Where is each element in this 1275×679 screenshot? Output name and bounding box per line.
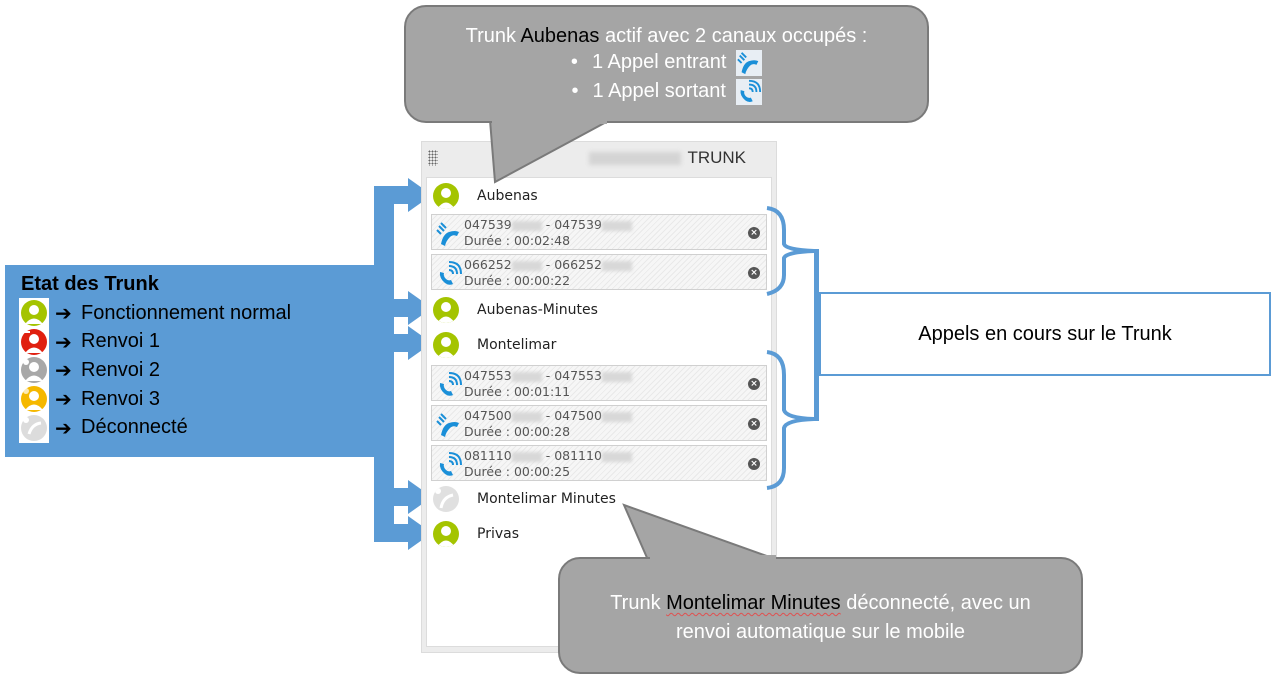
arrow-icon: ➔	[55, 358, 72, 383]
hangup-close-icon[interactable]: ×	[748, 378, 760, 390]
legend-label: Renvoi 1	[81, 330, 160, 353]
call-row[interactable]: 047553 - 047553 Durée : 00:01:11 ×	[431, 365, 767, 401]
trunk-status-legend: Etat des Trunk ➔ Fonctionnement normal ➔…	[5, 265, 394, 457]
call-duration: Durée : 00:01:11	[464, 384, 571, 399]
legend-title: Etat des Trunk	[21, 273, 159, 295]
call-row[interactable]: 047500 - 047500 Durée : 00:00:28 ×	[431, 405, 767, 441]
call-numbers: 047553 - 047553	[464, 368, 632, 383]
callout-bottom-line1: Trunk Montelimar Minutes déconnecté, ave…	[610, 592, 1031, 614]
calls-label-text: Appels en cours sur le Trunk	[918, 322, 1172, 345]
hangup-close-icon[interactable]: ×	[748, 267, 760, 279]
callout-montelimar-minutes: Trunk Montelimar Minutes déconnecté, ave…	[558, 557, 1083, 674]
avatar-renvoi3-icon	[19, 384, 49, 415]
trunk-item-aubenas-minutes[interactable]: Aubenas-Minutes	[433, 295, 598, 325]
avatar-normal-icon	[433, 521, 459, 547]
avatar-renvoi2-icon	[19, 355, 49, 386]
hangup-close-icon[interactable]: ×	[748, 227, 760, 239]
call-duration: Durée : 00:00:28	[464, 424, 571, 439]
legend-label: Renvoi 2	[81, 358, 160, 381]
legend-item-disconnected: ➔ Déconnecté	[19, 412, 394, 443]
call-numbers: 066252 - 066252	[464, 257, 632, 272]
redacted-text	[589, 152, 682, 166]
arrow-to-privas	[374, 516, 432, 550]
arrow-to-aubenas	[374, 178, 432, 212]
legend-item-renvoi-2: ➔ Renvoi 2	[19, 355, 394, 386]
avatar-normal-icon	[433, 183, 459, 209]
incoming-call-icon	[436, 222, 459, 246]
callout-top-headline: Trunk Aubenas actif avec 2 canaux occupé…	[465, 25, 868, 47]
trunk-name: Montelimar Minutes	[477, 491, 616, 507]
disconnected-phone-icon	[433, 486, 459, 512]
panel-title: TRUNK	[589, 148, 746, 168]
disconnected-phone-icon	[19, 412, 49, 443]
calls-in-progress-label: Appels en cours sur le Trunk	[819, 292, 1271, 376]
callout-top-bullets: •1 Appel entrant •1 Appel sortant	[406, 48, 927, 106]
avatar-normal-icon	[433, 332, 459, 358]
call-duration: Durée : 00:02:48	[464, 233, 571, 248]
outgoing-call-icon	[439, 452, 462, 476]
arrow-icon: ➔	[55, 415, 72, 440]
call-duration: Durée : 00:00:25	[464, 464, 571, 479]
outgoing-call-icon	[439, 372, 462, 396]
call-numbers: 047539 - 047539	[464, 217, 632, 232]
incoming-call-icon	[736, 49, 763, 76]
trunk-item-privas[interactable]: Privas	[433, 519, 519, 549]
legend-item-normal: ➔ Fonctionnement normal	[19, 298, 394, 329]
callout-bottom-tail-join	[650, 555, 776, 561]
trunk-name: Privas	[477, 526, 519, 542]
hangup-close-icon[interactable]: ×	[748, 458, 760, 470]
trunk-name: Aubenas-Minutes	[477, 302, 598, 318]
bullet-incoming: •1 Appel entrant	[406, 48, 927, 77]
avatar-renvoi1-icon	[19, 326, 49, 357]
bullet-outgoing: •1 Appel sortant	[406, 77, 927, 106]
callout-aubenas: Trunk Aubenas actif avec 2 canaux occupé…	[404, 5, 929, 123]
outgoing-call-icon	[735, 78, 762, 105]
outgoing-call-icon	[439, 261, 462, 285]
trunk-name: Montelimar	[477, 337, 557, 353]
arrow-icon: ➔	[55, 329, 72, 354]
drag-handle-icon[interactable]	[428, 150, 438, 166]
trunk-item-aubenas[interactable]: Aubenas	[433, 181, 538, 211]
call-duration: Durée : 00:00:22	[464, 273, 571, 288]
avatar-normal-icon	[433, 297, 459, 323]
arrow-to-montelimar	[394, 326, 432, 360]
avatar-normal-icon	[19, 298, 49, 329]
arrow-icon: ➔	[55, 301, 72, 326]
arrow-to-montelimar-minutes	[394, 480, 432, 514]
call-row[interactable]: 081110 - 081110 Durée : 00:00:25 ×	[431, 445, 767, 481]
call-row[interactable]: 066252 - 066252 Durée : 00:00:22 ×	[431, 254, 767, 290]
legend-label: Fonctionnement normal	[81, 301, 292, 324]
call-numbers: 081110 - 081110	[464, 448, 632, 463]
trunk-item-montelimar[interactable]: Montelimar	[433, 330, 556, 360]
call-numbers: 047500 - 047500	[464, 408, 632, 423]
legend-item-renvoi-3: ➔ Renvoi 3	[19, 384, 394, 415]
legend-item-renvoi-1: ➔ Renvoi 1	[19, 326, 394, 357]
hangup-close-icon[interactable]: ×	[748, 418, 760, 430]
legend-label: Déconnecté	[81, 416, 188, 439]
arrow-to-aubenas-minutes	[394, 291, 432, 325]
trunk-item-montelimar-minutes[interactable]: Montelimar Minutes	[433, 484, 616, 514]
legend-label: Renvoi 3	[81, 387, 160, 410]
panel-title-text: TRUNK	[687, 148, 746, 167]
callout-top-tail-join	[492, 118, 607, 124]
panel-header: TRUNK	[422, 142, 776, 176]
trunk-name: Aubenas	[477, 188, 538, 204]
arrow-icon: ➔	[55, 387, 72, 412]
call-row[interactable]: 047539 - 047539 Durée : 00:02:48 ×	[431, 214, 767, 250]
incoming-call-icon	[436, 413, 459, 437]
callout-bottom-line2: renvoi automatique sur le mobile	[675, 621, 966, 643]
